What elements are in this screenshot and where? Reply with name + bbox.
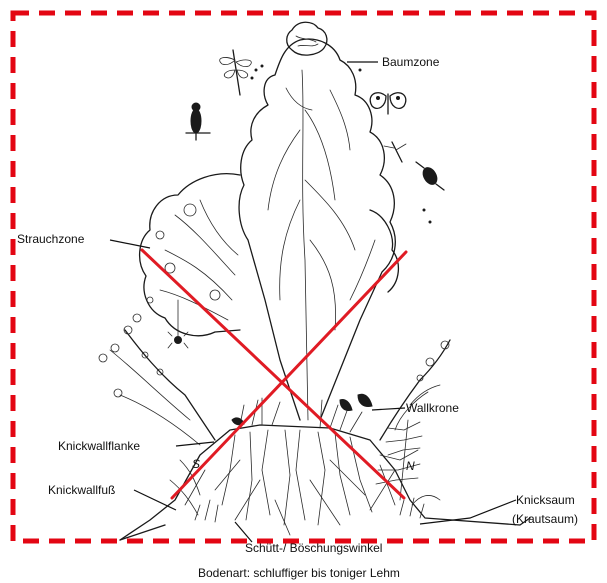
label-wallkrone: Wallkrone bbox=[406, 401, 459, 415]
leader-knickwallfuss bbox=[134, 490, 176, 510]
beetle-icon bbox=[416, 162, 444, 190]
mark-n-label: N bbox=[406, 459, 415, 473]
bird-icon bbox=[186, 103, 210, 140]
label-baumzone: Baumzone bbox=[382, 55, 440, 69]
insect-specks bbox=[251, 65, 431, 223]
dragonfly-icon bbox=[220, 50, 252, 95]
butterfly-icon bbox=[370, 93, 406, 114]
root-system bbox=[185, 430, 395, 535]
ground-line bbox=[120, 425, 530, 540]
dashed-frame bbox=[13, 13, 594, 541]
right-herbs bbox=[370, 340, 450, 510]
leader-strauchzone bbox=[110, 240, 150, 248]
tree-canopy bbox=[239, 22, 395, 420]
label-bodenart: Bodenart: schluffiger bis toniger Lehm bbox=[198, 566, 400, 580]
leader-knicksaum bbox=[420, 500, 516, 524]
label-knickwallfuss: Knickwallfuß bbox=[48, 483, 115, 497]
label-strauchzone: Strauchzone bbox=[17, 232, 85, 246]
leader-knickwallflanke bbox=[176, 442, 214, 446]
label-knicksaum: Knicksaum bbox=[516, 493, 575, 507]
cross-out-mark bbox=[142, 250, 406, 498]
spider-icon bbox=[168, 300, 188, 348]
dragonfly-small-icon bbox=[384, 142, 406, 162]
label-krautsaum: (Krautsaum) bbox=[512, 512, 578, 526]
hedge-illustration bbox=[99, 22, 530, 540]
foot-vegetation bbox=[195, 498, 424, 522]
label-knickwallflanke: Knickwallflanke bbox=[58, 439, 140, 453]
shrub-canopy bbox=[140, 174, 399, 336]
